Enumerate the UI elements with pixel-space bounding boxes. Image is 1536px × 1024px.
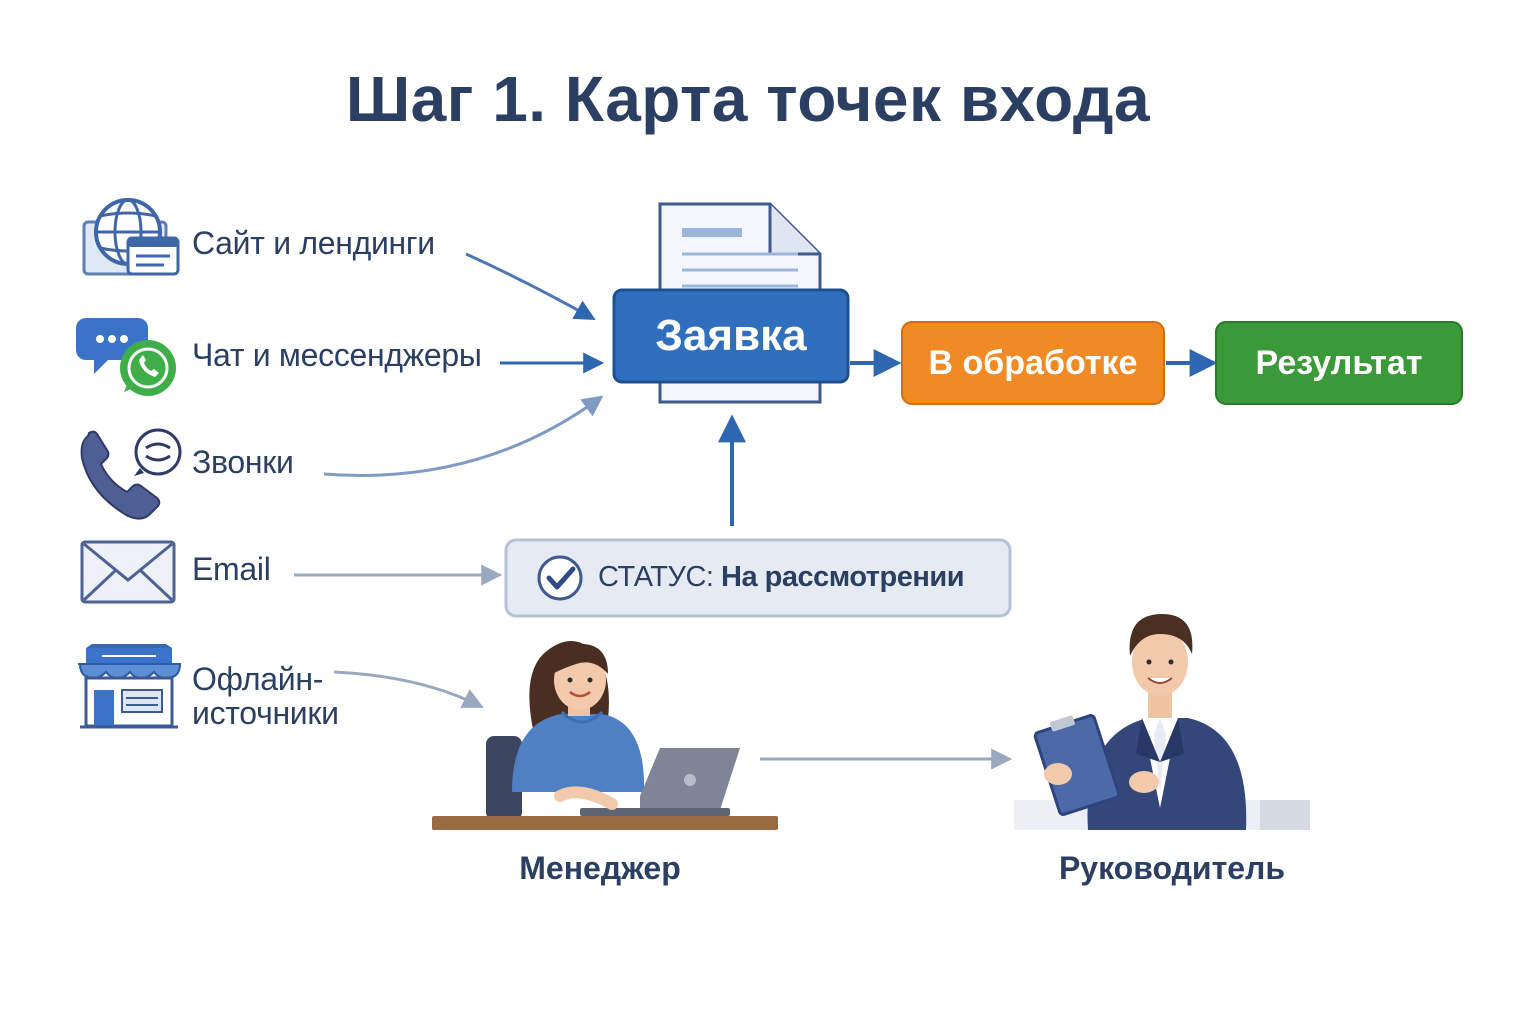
source-label-offline-line1: Офлайн- bbox=[192, 661, 324, 697]
request-box bbox=[612, 288, 850, 384]
source-label-website: Сайт и лендинги bbox=[192, 225, 435, 261]
check-icon bbox=[537, 555, 583, 601]
status-value: На рассмотрении bbox=[721, 561, 965, 593]
source-arrows bbox=[294, 252, 605, 708]
processing-box bbox=[901, 321, 1165, 405]
status-text: СТАТУС: На рассмотрении bbox=[598, 561, 965, 594]
page-title: Шаг 1. Карта точек входа bbox=[345, 63, 1151, 135]
envelope-icon bbox=[80, 540, 176, 604]
request-label: Заявка bbox=[655, 311, 807, 360]
role-manager: Менеджер bbox=[519, 850, 681, 886]
source-label-chat: Чат и мессенджеры bbox=[192, 337, 482, 373]
globe-browser-icon bbox=[82, 198, 180, 276]
phone-icon bbox=[80, 428, 182, 520]
processing-label: В обработке bbox=[928, 343, 1138, 382]
manager-illustration bbox=[432, 641, 778, 830]
role-head: Руководитель bbox=[1058, 850, 1286, 886]
source-label-email: Email bbox=[192, 551, 271, 587]
source-label-offline: Офлайн- источники bbox=[192, 662, 339, 730]
chat-whatsapp-icon bbox=[76, 318, 176, 396]
status-prefix: СТАТУС: bbox=[598, 561, 714, 593]
head-illustration bbox=[1014, 614, 1310, 830]
source-label-calls: Звонки bbox=[192, 444, 294, 480]
result-label: Результат bbox=[1255, 343, 1423, 382]
status-panel bbox=[504, 538, 1012, 618]
source-label-offline-line2: источники bbox=[192, 695, 339, 731]
storefront-icon bbox=[78, 644, 182, 729]
